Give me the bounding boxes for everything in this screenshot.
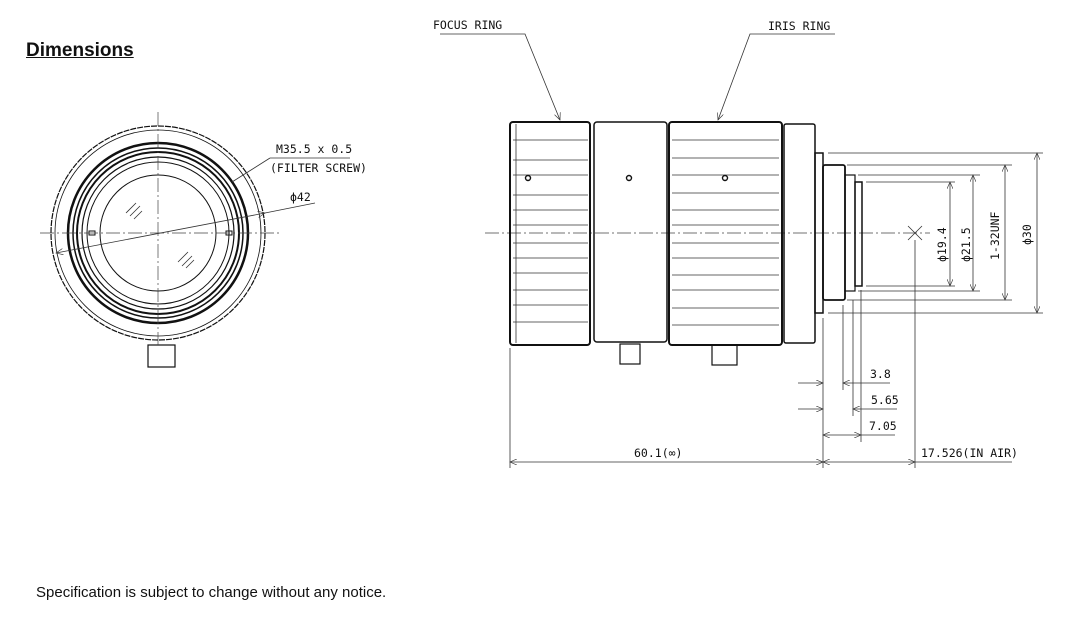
iris-ring-label: IRIS RING bbox=[768, 19, 830, 33]
page-title: Dimensions bbox=[26, 40, 134, 61]
dim-17-526: 17.526(IN AIR) bbox=[921, 446, 1018, 460]
knob-icon bbox=[711, 344, 738, 366]
dim-60-1: 60.1(∞) bbox=[634, 446, 682, 460]
filter-screw-label: (FILTER SCREW) bbox=[270, 161, 367, 175]
focus-ring-label: FOCUS RING bbox=[433, 18, 502, 32]
dim-phi-30: ϕ30 bbox=[1020, 224, 1034, 245]
side-view: FOCUS RING IRIS RING bbox=[433, 18, 1043, 468]
thread-label: M35.5 x 0.5 bbox=[276, 142, 352, 156]
dim-5-65: 5.65 bbox=[871, 393, 899, 407]
diameter-42-label: ϕ42 bbox=[290, 190, 311, 204]
image-plane-cross-icon bbox=[907, 225, 923, 241]
dim-7-05: 7.05 bbox=[869, 419, 897, 433]
dim-1-32unf: 1-32UNF bbox=[988, 211, 1002, 260]
disclaimer-note: Specification is subject to change witho… bbox=[36, 584, 387, 601]
front-view: M35.5 x 0.5 (FILTER SCREW) ϕ42 bbox=[40, 112, 367, 368]
knob-icon bbox=[619, 343, 641, 365]
knob-icon bbox=[147, 344, 176, 368]
dim-phi-21-5: ϕ21.5 bbox=[959, 227, 973, 262]
dim-3-8: 3.8 bbox=[870, 367, 891, 381]
dim-phi-19-4: ϕ19.4 bbox=[935, 227, 949, 262]
